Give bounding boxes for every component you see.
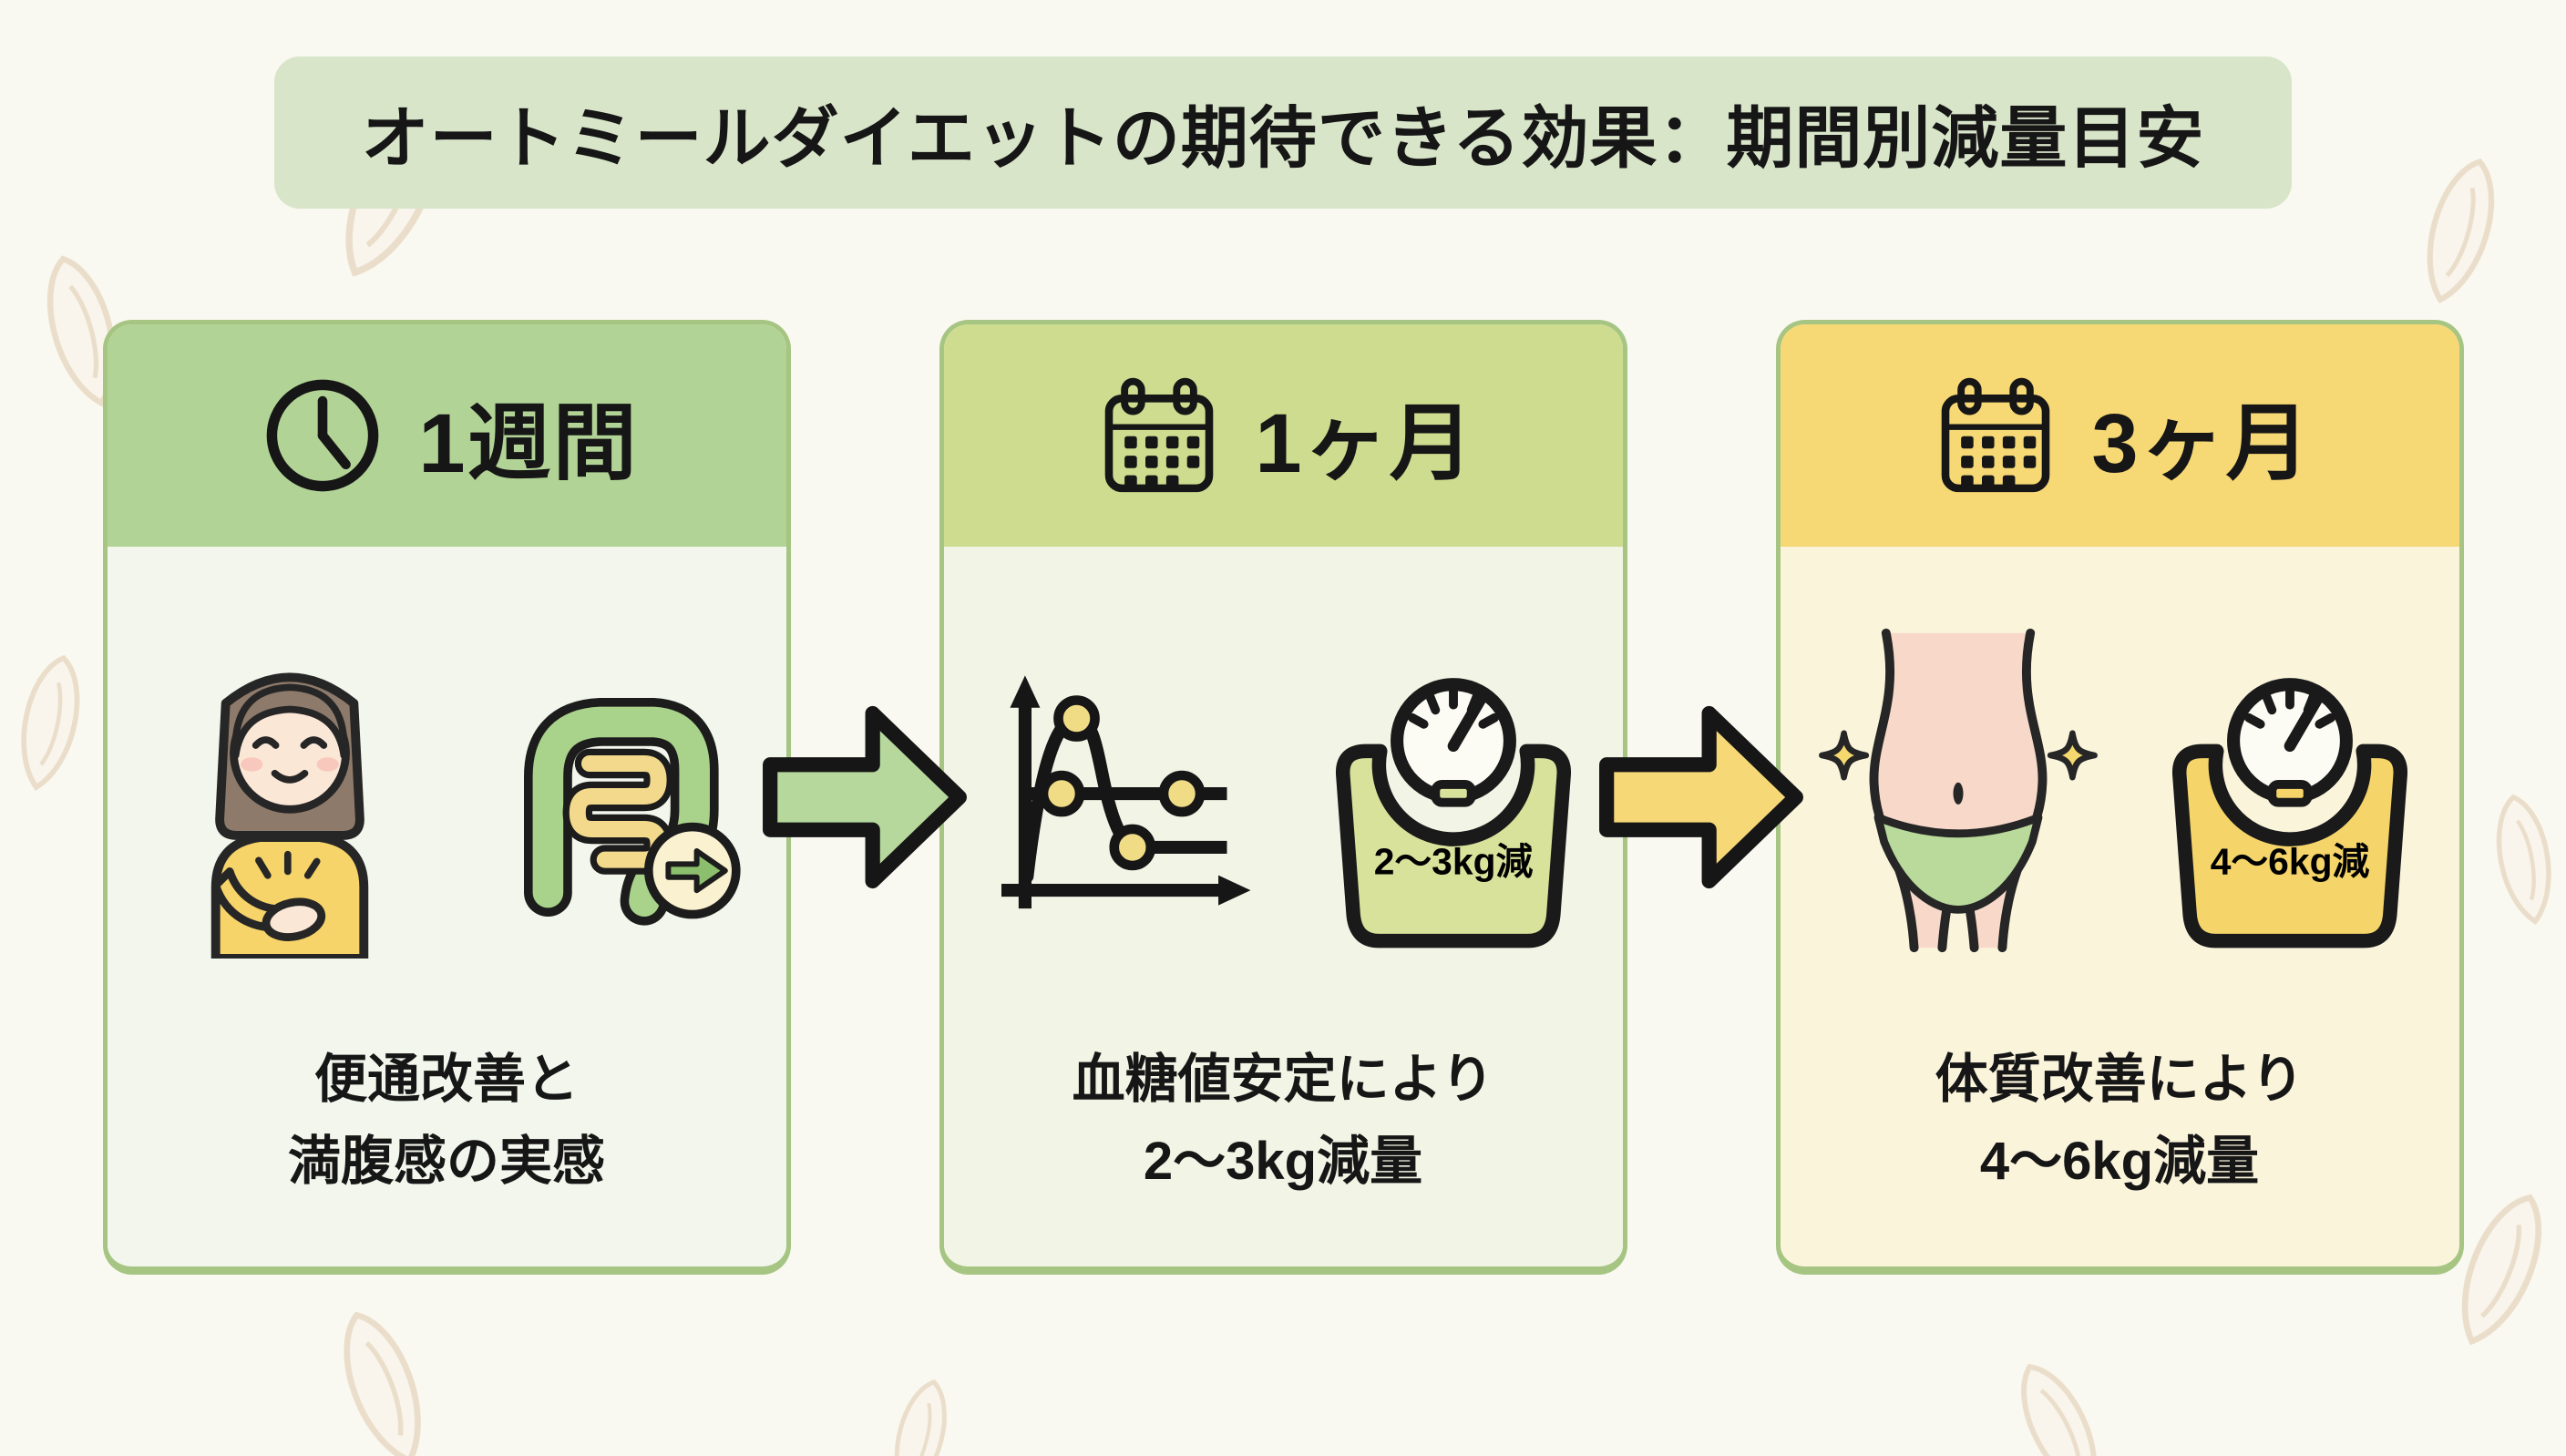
right-arrow-green-icon [763, 705, 967, 889]
caption-line: 体質改善により [1935, 1050, 2304, 1110]
card-month3: 3ヶ月 [1775, 320, 2464, 1275]
card-month1: 1ヶ月 [939, 320, 1627, 1275]
caption-line: 満腹感の実感 [287, 1132, 605, 1192]
right-arrow-yellow-icon [1599, 705, 1803, 889]
card-week1-icons [108, 547, 786, 1039]
arrow-2 [1599, 320, 1803, 1275]
weight-scale-icon: 4〜6kg減 [2149, 618, 2431, 969]
card-week1-caption: 便通改善と 満腹感の実感 [108, 1039, 786, 1266]
weight-scale-icon: 2〜3kg減 [1312, 618, 1595, 969]
card-month3-header: 3ヶ月 [1780, 324, 2459, 547]
infographic-canvas: オートミールダイエットの期待できる効果：期間別減量目安 1週間 [0, 56, 2566, 1456]
period-label: 3ヶ月 [2091, 396, 2312, 490]
card-month1-body: 2〜3kg減 血糖値安定により 2〜3kg減量 [944, 547, 1623, 1266]
intestine-icon [480, 654, 754, 932]
caption-line: 4〜6kg減量 [1979, 1132, 2260, 1192]
scale-badge-text: 2〜3kg減 [1374, 840, 1534, 882]
card-week1-body: 便通改善と 満腹感の実感 [108, 547, 786, 1266]
card-month1-icons: 2〜3kg減 [944, 547, 1623, 1039]
period-label: 1ヶ月 [1255, 396, 1475, 490]
card-week1-header: 1週間 [107, 324, 786, 547]
card-month1-header: 1ヶ月 [943, 324, 1623, 547]
period-label: 1週間 [418, 396, 639, 490]
card-month3-body: 4〜6kg減 体質改善により 4〜6kg減量 [1781, 547, 2459, 1266]
caption-line: 2〜3kg減量 [1143, 1132, 1423, 1192]
glucose-chart-icon [971, 656, 1272, 929]
happy-woman-belly-icon [139, 623, 440, 963]
card-month3-icons: 4〜6kg減 [1781, 547, 2459, 1039]
title-banner: オートミールダイエットの期待できる効果：期間別減量目安 [273, 56, 2293, 209]
calendar-icon [1927, 367, 2064, 504]
caption-line: 血糖値安定により [1072, 1050, 1494, 1110]
sparkle-icon [1819, 730, 2098, 781]
slim-waist-icon [1808, 625, 2109, 960]
scale-badge-text: 4〜6kg減 [2211, 840, 2370, 882]
page-title: オートミールダイエットの期待できる効果：期間別減量目安 [361, 100, 2205, 176]
card-week1: 1週間 [102, 320, 791, 1275]
caption-line: 便通改善と [313, 1050, 579, 1110]
arrow-1 [763, 320, 967, 1275]
calendar-icon [1091, 367, 1227, 504]
card-month3-caption: 体質改善により 4〜6kg減量 [1781, 1039, 2459, 1266]
cards-row: 1週間 [0, 320, 2566, 1275]
clock-icon [254, 367, 391, 504]
card-month1-caption: 血糖値安定により 2〜3kg減量 [944, 1039, 1623, 1266]
